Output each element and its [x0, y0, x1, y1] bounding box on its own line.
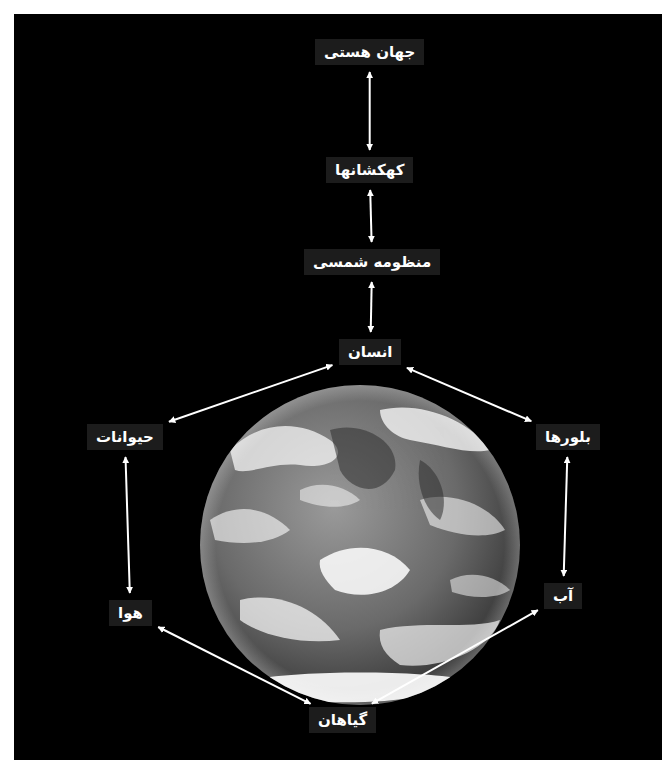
concept-label: حیوانات: [87, 424, 163, 450]
double-arrow: [370, 190, 371, 242]
concept-text: هوا: [118, 603, 143, 623]
double-arrow: [169, 365, 332, 422]
concept-text: منظومه شمسی: [313, 252, 431, 272]
concept-label: آب: [544, 583, 582, 609]
concept-text: انسان: [348, 342, 392, 362]
double-arrow: [126, 457, 130, 593]
concept-label: هوا: [109, 600, 152, 626]
concept-text: بلورها: [545, 427, 591, 447]
double-arrow: [371, 282, 372, 332]
concept-label: جهان هستی: [315, 39, 424, 65]
double-arrow: [372, 610, 538, 703]
concept-label: بلورها: [536, 424, 600, 450]
concept-text: گیاهان: [318, 710, 367, 730]
double-arrow: [369, 72, 371, 150]
concept-text: حیوانات: [96, 427, 154, 447]
double-arrow: [158, 627, 310, 704]
double-arrow: [564, 457, 568, 576]
concept-text: جهان هستی: [324, 42, 415, 62]
concept-label: کهکشانها: [326, 157, 413, 183]
concept-label: انسان: [339, 339, 401, 365]
concept-label: گیاهان: [309, 707, 376, 733]
double-arrow: [407, 368, 531, 421]
concept-text: آب: [553, 586, 573, 606]
concept-label: منظومه شمسی: [304, 249, 440, 275]
concept-text: کهکشانها: [335, 160, 404, 180]
